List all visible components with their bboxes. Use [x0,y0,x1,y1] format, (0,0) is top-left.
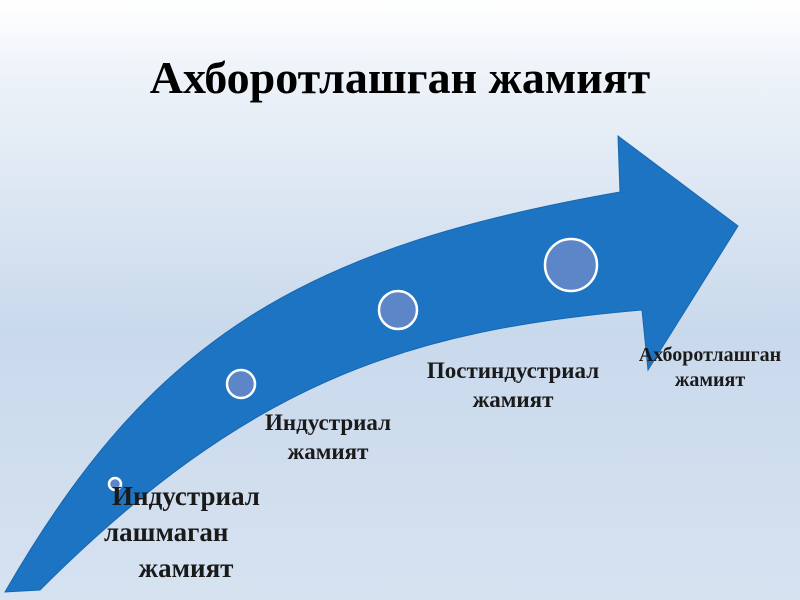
stage-label-4-line-2: жамият [674,369,746,391]
stage-label-4-line-1: Ахборотлашган [638,344,782,366]
stage-node-3 [377,289,419,331]
stage-label-3: Постиндустриал жамият [408,356,618,414]
stage-node-4 [543,237,599,293]
stage-label-1: Индустриал лашмаган жамият [96,478,276,586]
stage-node-1 [107,476,123,492]
stage-label-2-line-1: Индустриал [264,410,391,435]
stage-label-3-line-2: жамият [472,387,554,412]
stage-label-1-line-1: Индустриал [112,481,260,511]
stage-node-2 [225,368,257,400]
stage-label-3-line-1: Постиндустриал [426,358,600,383]
stage-label-2: Индустриал жамият [250,408,406,466]
stage-label-1-line-2: лашмаган [104,517,229,547]
stage-label-2-line-2: жамият [287,439,369,464]
stage-label-4: Ахборотлашган жамият [620,343,800,393]
stage-label-1-line-3: жамият [138,553,234,583]
slide-title: Ахборотлашган жамият [149,52,651,103]
